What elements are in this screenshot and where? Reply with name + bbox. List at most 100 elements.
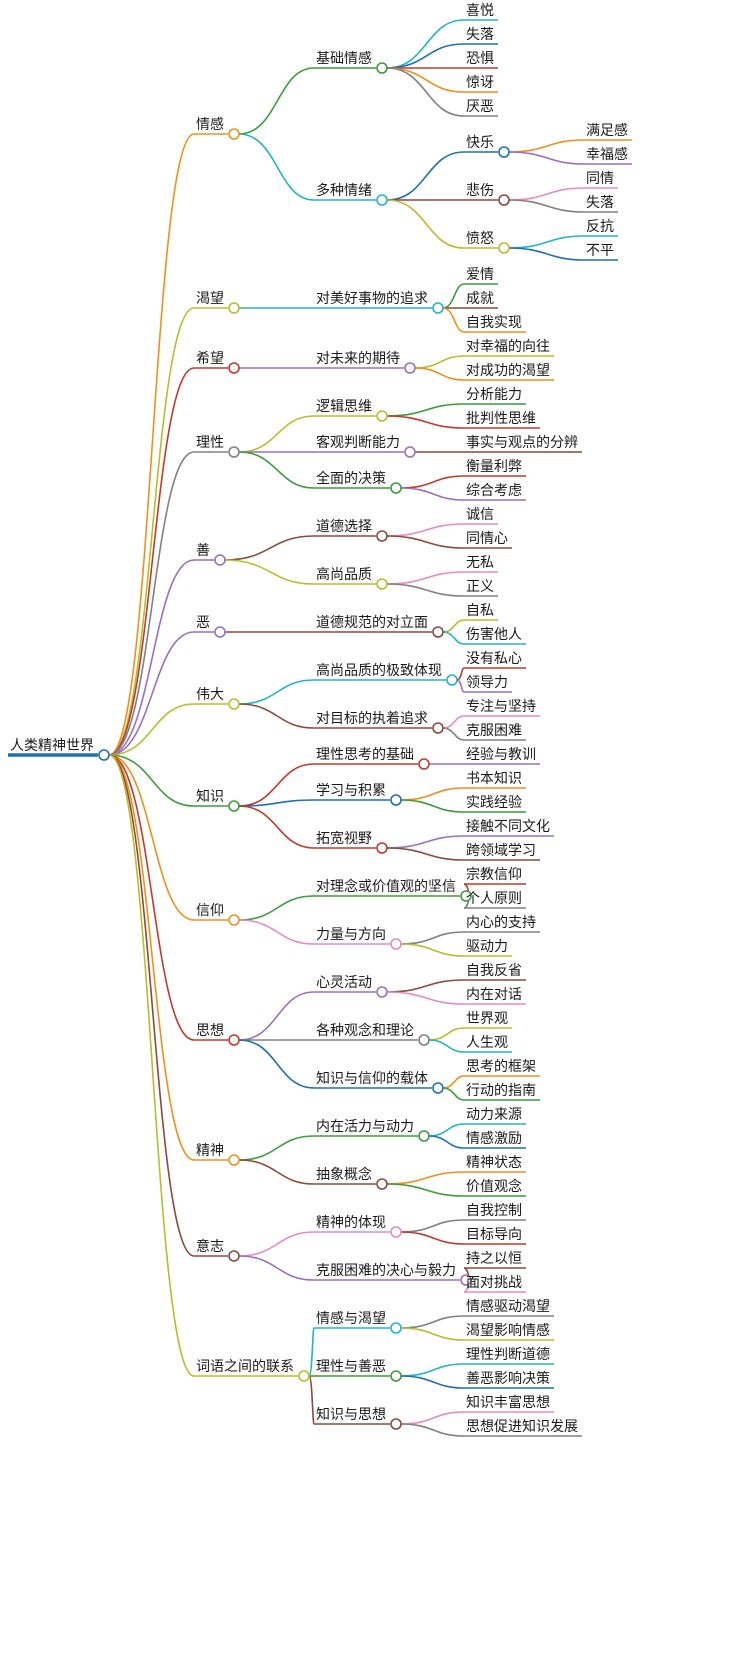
collapse-toggle-icon[interactable]: [418, 1034, 430, 1046]
topic-label[interactable]: 高尚品质: [316, 566, 372, 583]
topic-label[interactable]: 抽象概念: [316, 1166, 372, 1183]
leaf-topic[interactable]: 同情: [586, 171, 614, 187]
leaf-topic[interactable]: 无私: [466, 555, 494, 571]
leaf-topic[interactable]: 宗教信仰: [466, 867, 522, 883]
topic-label[interactable]: 对目标的执着追求: [316, 711, 428, 727]
collapse-toggle-icon[interactable]: [376, 578, 388, 590]
collapse-toggle-icon[interactable]: [228, 698, 240, 710]
leaf-topic[interactable]: 个人原则: [466, 891, 522, 907]
leaf-topic[interactable]: 满足感: [586, 122, 628, 139]
collapse-toggle-icon[interactable]: [228, 1034, 240, 1046]
collapse-toggle-icon[interactable]: [298, 1370, 310, 1382]
collapse-toggle-icon[interactable]: [498, 146, 510, 158]
leaf-topic[interactable]: 喜悦: [466, 3, 494, 19]
leaf-topic[interactable]: 衡量利弊: [466, 459, 522, 475]
collapse-toggle-icon[interactable]: [390, 482, 402, 494]
collapse-toggle-icon[interactable]: [376, 530, 388, 542]
leaf-topic[interactable]: 渴望影响情感: [466, 1322, 550, 1339]
collapse-toggle-icon[interactable]: [390, 1226, 402, 1238]
leaf-topic[interactable]: 厌恶: [466, 99, 494, 115]
topic-label[interactable]: 知识与信仰的载体: [316, 1070, 428, 1087]
topic-label[interactable]: 情感与渴望: [316, 1310, 386, 1327]
collapse-toggle-icon[interactable]: [228, 302, 240, 314]
leaf-topic[interactable]: 思考的框架: [466, 1059, 536, 1075]
topic-label[interactable]: 善: [196, 543, 210, 559]
leaf-topic[interactable]: 惊讶: [466, 75, 494, 91]
topic-label[interactable]: 悲伤: [466, 182, 494, 199]
topic-label[interactable]: 对未来的期待: [316, 351, 400, 367]
leaf-topic[interactable]: 对成功的渴望: [466, 363, 550, 379]
leaf-topic[interactable]: 综合考虑: [466, 483, 522, 499]
leaf-topic[interactable]: 恐惧: [466, 51, 494, 67]
collapse-toggle-icon[interactable]: [376, 62, 388, 74]
collapse-toggle-icon[interactable]: [214, 626, 226, 638]
topic-label[interactable]: 信仰: [196, 903, 224, 919]
collapse-toggle-icon[interactable]: [460, 1274, 472, 1286]
collapse-toggle-icon[interactable]: [376, 410, 388, 422]
leaf-topic[interactable]: 专注与坚持: [466, 699, 536, 715]
collapse-toggle-icon[interactable]: [446, 674, 458, 686]
leaf-topic[interactable]: 自我实现: [466, 315, 522, 331]
collapse-toggle-icon[interactable]: [228, 914, 240, 926]
topic-label[interactable]: 逻辑思维: [316, 399, 372, 415]
collapse-toggle-icon[interactable]: [98, 749, 110, 761]
collapse-toggle-icon[interactable]: [228, 362, 240, 374]
leaf-topic[interactable]: 批判性思维: [466, 411, 536, 427]
leaf-topic[interactable]: 跨领域学习: [466, 843, 536, 859]
collapse-toggle-icon[interactable]: [228, 1250, 240, 1262]
leaf-topic[interactable]: 失落: [586, 195, 614, 211]
leaf-topic[interactable]: 对幸福的向往: [466, 339, 550, 355]
topic-label[interactable]: 快乐: [466, 135, 494, 151]
collapse-toggle-icon[interactable]: [376, 842, 388, 854]
leaf-topic[interactable]: 行动的指南: [466, 1083, 536, 1099]
collapse-toggle-icon[interactable]: [228, 128, 240, 140]
topic-label[interactable]: 理性思考的基础: [316, 746, 414, 763]
topic-label[interactable]: 精神的体现: [316, 1215, 386, 1231]
leaf-topic[interactable]: 失落: [466, 27, 494, 43]
collapse-toggle-icon[interactable]: [404, 362, 416, 374]
leaf-topic[interactable]: 情感驱动渴望: [466, 1298, 550, 1315]
topic-label[interactable]: 意志: [196, 1238, 224, 1255]
leaf-topic[interactable]: 经验与教训: [466, 747, 536, 763]
leaf-topic[interactable]: 诚信: [466, 507, 494, 523]
topic-label[interactable]: 基础情感: [316, 50, 372, 67]
topic-label[interactable]: 心灵活动: [316, 975, 372, 991]
topic-label[interactable]: 愤怒: [466, 231, 494, 247]
leaf-topic[interactable]: 实践经验: [466, 795, 522, 811]
topic-label[interactable]: 词语之间的联系: [196, 1359, 294, 1375]
leaf-topic[interactable]: 世界观: [466, 1011, 508, 1027]
topic-label[interactable]: 内在活力与动力: [316, 1119, 414, 1135]
topic-label[interactable]: 知识与思想: [316, 1406, 386, 1423]
leaf-topic[interactable]: 思想促进知识发展: [466, 1418, 578, 1435]
topic-label[interactable]: 克服困难的决心与毅力: [316, 1262, 456, 1279]
leaf-topic[interactable]: 接触不同文化: [466, 818, 550, 835]
topic-label[interactable]: 拓宽视野: [316, 830, 372, 847]
leaf-topic[interactable]: 正义: [466, 579, 494, 595]
topic-label[interactable]: 伟大: [196, 687, 224, 703]
leaf-topic[interactable]: 自我控制: [466, 1203, 522, 1219]
collapse-toggle-icon[interactable]: [390, 1370, 402, 1382]
leaf-topic[interactable]: 事实与观点的分辨: [466, 435, 578, 451]
collapse-toggle-icon[interactable]: [214, 554, 226, 566]
collapse-toggle-icon[interactable]: [376, 986, 388, 998]
topic-label[interactable]: 对美好事物的追求: [316, 291, 428, 307]
collapse-toggle-icon[interactable]: [418, 1130, 430, 1142]
collapse-toggle-icon[interactable]: [376, 1178, 388, 1190]
leaf-topic[interactable]: 反抗: [586, 219, 614, 235]
topic-label[interactable]: 学习与积累: [316, 783, 386, 799]
topic-label[interactable]: 情感: [196, 116, 224, 133]
leaf-topic[interactable]: 不平: [586, 243, 614, 259]
leaf-topic[interactable]: 幸福感: [586, 146, 628, 163]
collapse-toggle-icon[interactable]: [390, 794, 402, 806]
leaf-topic[interactable]: 分析能力: [466, 387, 522, 403]
leaf-topic[interactable]: 内在对话: [466, 987, 522, 1003]
topic-label[interactable]: 理性与善恶: [316, 1359, 386, 1375]
topic-label[interactable]: 恶: [196, 615, 210, 631]
topic-label[interactable]: 客观判断能力: [316, 434, 400, 451]
topic-label[interactable]: 精神: [196, 1143, 224, 1159]
leaf-topic[interactable]: 内心的支持: [466, 915, 536, 931]
collapse-toggle-icon[interactable]: [390, 1322, 402, 1334]
leaf-topic[interactable]: 书本知识: [466, 770, 522, 787]
topic-label[interactable]: 道德规范的对立面: [316, 614, 428, 631]
collapse-toggle-icon[interactable]: [390, 938, 402, 950]
